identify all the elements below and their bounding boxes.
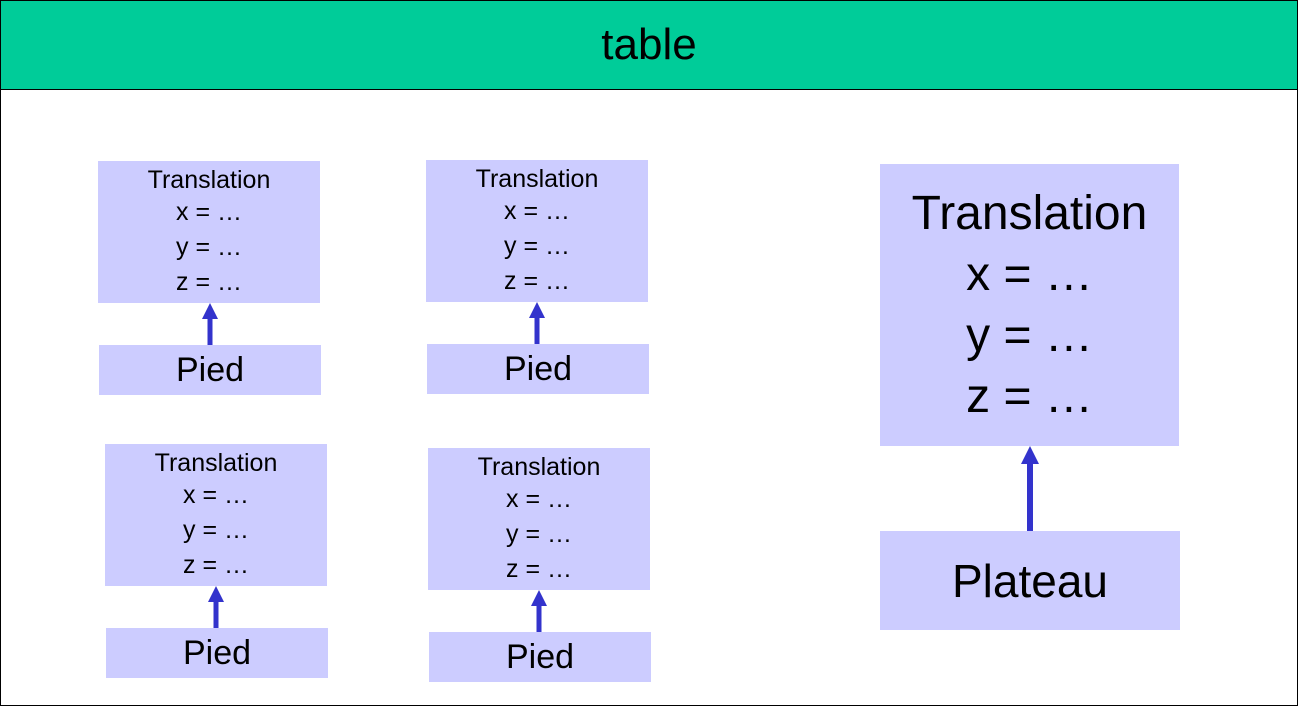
- translation-x: x = …: [504, 196, 570, 225]
- translation-title: Translation: [475, 164, 599, 193]
- arrow-pied-4: [531, 590, 547, 632]
- translation-y: y = …: [183, 515, 249, 544]
- pied-label: Pied: [503, 349, 573, 388]
- translation-y: y = …: [966, 309, 1093, 362]
- table-header: table: [1, 1, 1297, 90]
- translation-box-pied-2: Translation x = … y = … z = …: [426, 160, 648, 302]
- translation-x: x = …: [506, 484, 572, 513]
- pied-label: Pied: [505, 637, 575, 676]
- translation-z: z = …: [506, 554, 572, 583]
- translation-y: y = …: [506, 519, 572, 548]
- translation-x: x = …: [966, 248, 1093, 301]
- pied-label: Pied: [175, 350, 245, 389]
- pied-box-3: Pied: [106, 628, 328, 678]
- translation-y: y = …: [504, 231, 570, 260]
- translation-z: z = …: [966, 370, 1093, 423]
- table-title: table: [601, 20, 697, 69]
- translation-box-pied-3: Translation x = … y = … z = …: [105, 444, 327, 586]
- translation-x: x = …: [183, 480, 249, 509]
- translation-x: x = …: [176, 197, 242, 226]
- plateau-box: Plateau: [880, 531, 1180, 630]
- arrow-pied-2: [529, 302, 545, 344]
- pied-box-2: Pied: [427, 344, 649, 394]
- translation-y: y = …: [176, 232, 242, 261]
- plateau-label: Plateau: [951, 554, 1108, 607]
- translation-box-plateau: Translation x = … y = … z = …: [880, 164, 1179, 446]
- pied-box-1: Pied: [99, 345, 321, 395]
- translation-box-pied-1: Translation x = … y = … z = …: [98, 161, 320, 303]
- translation-z: z = …: [504, 266, 570, 295]
- translation-z: z = …: [176, 267, 242, 296]
- translation-z: z = …: [183, 550, 249, 579]
- arrow-plateau: [1021, 446, 1039, 531]
- translation-title: Translation: [147, 165, 271, 194]
- pied-box-4: Pied: [429, 632, 651, 682]
- pied-label: Pied: [182, 633, 252, 672]
- arrow-pied-1: [202, 303, 218, 345]
- translation-title: Translation: [477, 452, 601, 481]
- translation-title: Translation: [154, 448, 278, 477]
- translation-box-pied-4: Translation x = … y = … z = …: [428, 448, 650, 590]
- translation-title: Translation: [911, 187, 1148, 240]
- arrow-pied-3: [208, 586, 224, 628]
